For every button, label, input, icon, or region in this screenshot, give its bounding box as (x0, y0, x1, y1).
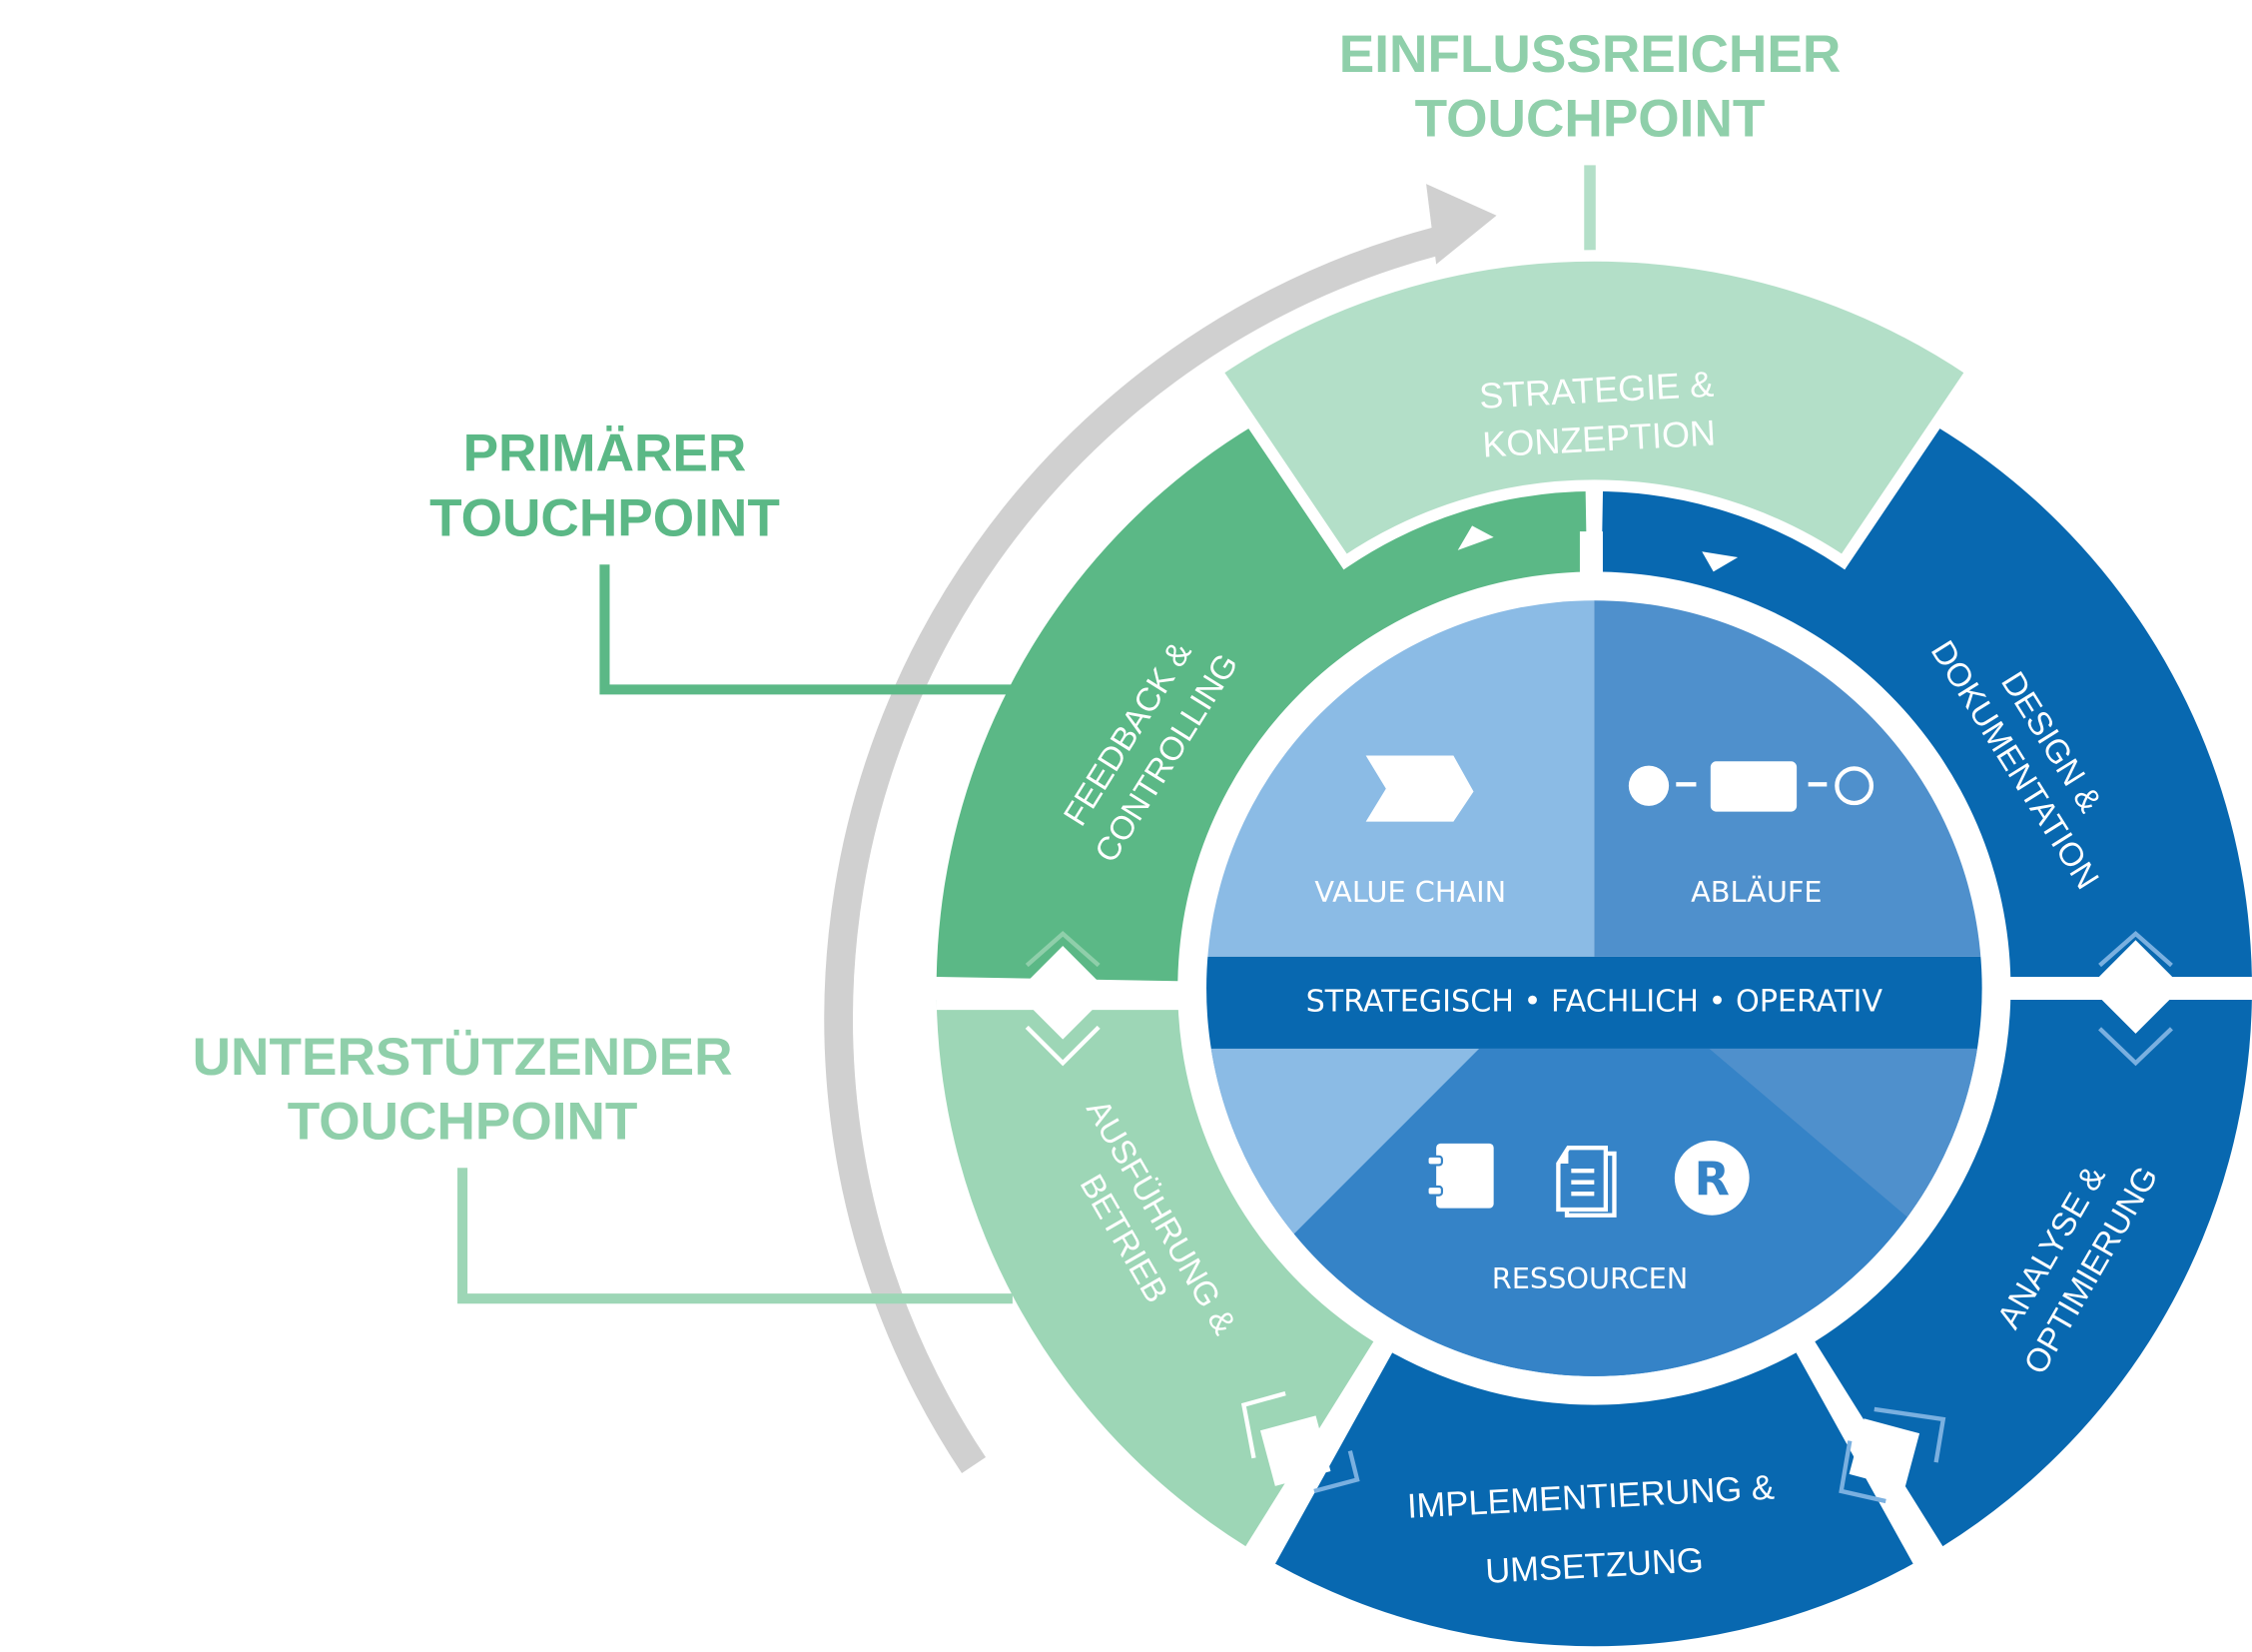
cycle-arrow-shaft (824, 227, 1440, 1473)
value-chain-label: VALUE CHAIN (1314, 875, 1506, 909)
segment-analyse-optimierung[interactable] (1815, 995, 2252, 1547)
segment-implementierung-umsetzung[interactable] (1275, 1352, 1913, 1647)
strategie-notch-right (1702, 551, 1739, 572)
registered-icon: R (1674, 1140, 1750, 1216)
ressourcen-label: RESSOURCEN (1492, 1261, 1689, 1295)
segment-strategie-konzeption[interactable] (1208, 250, 1980, 570)
supporting-touchpoint-title-line2: TOUCHPOINT (288, 1093, 638, 1152)
strategie-notch-left (1457, 525, 1494, 550)
chevron-arrow-icon (1365, 755, 1474, 822)
svg-text:R: R (1695, 1153, 1730, 1207)
band-label: STRATEGISCH • FACHLICH • OPERATIV (1306, 985, 1883, 1020)
primary-touchpoint-title-line1: PRIMÄRER (463, 424, 747, 483)
cycle-arrow-head (1426, 184, 1497, 265)
influential-touchpoint-title-line2: TOUCHPOINT (1415, 90, 1766, 149)
supporting-connector (457, 1168, 1013, 1304)
notebook-icon (1426, 1143, 1494, 1209)
primary-connector (599, 564, 1021, 695)
segment-ausfuehrung-betrieb[interactable] (936, 995, 1374, 1547)
transition-marker-bottom-right (1839, 1406, 1946, 1504)
documents-icon (1556, 1146, 1617, 1218)
supporting-touchpoint-title-line1: UNTERSTÜTZENDER (193, 1028, 733, 1087)
ring (936, 250, 2252, 1647)
process-flow-icon (1628, 761, 1875, 812)
core-ressourcen-center (1206, 1048, 1982, 1376)
primary-touchpoint-title-line2: TOUCHPOINT (429, 488, 780, 547)
transition-marker-bottom-left (1240, 1391, 1360, 1493)
influential-touchpoint-title-line1: EINFLUSSREICHER (1339, 25, 1842, 84)
core-band (1206, 956, 1982, 1049)
cycle-arrow-icon (824, 184, 1497, 1473)
transition-marker-right (2088, 930, 2183, 1067)
ablaeufe-label: ABLÄUFE (1691, 875, 1822, 909)
